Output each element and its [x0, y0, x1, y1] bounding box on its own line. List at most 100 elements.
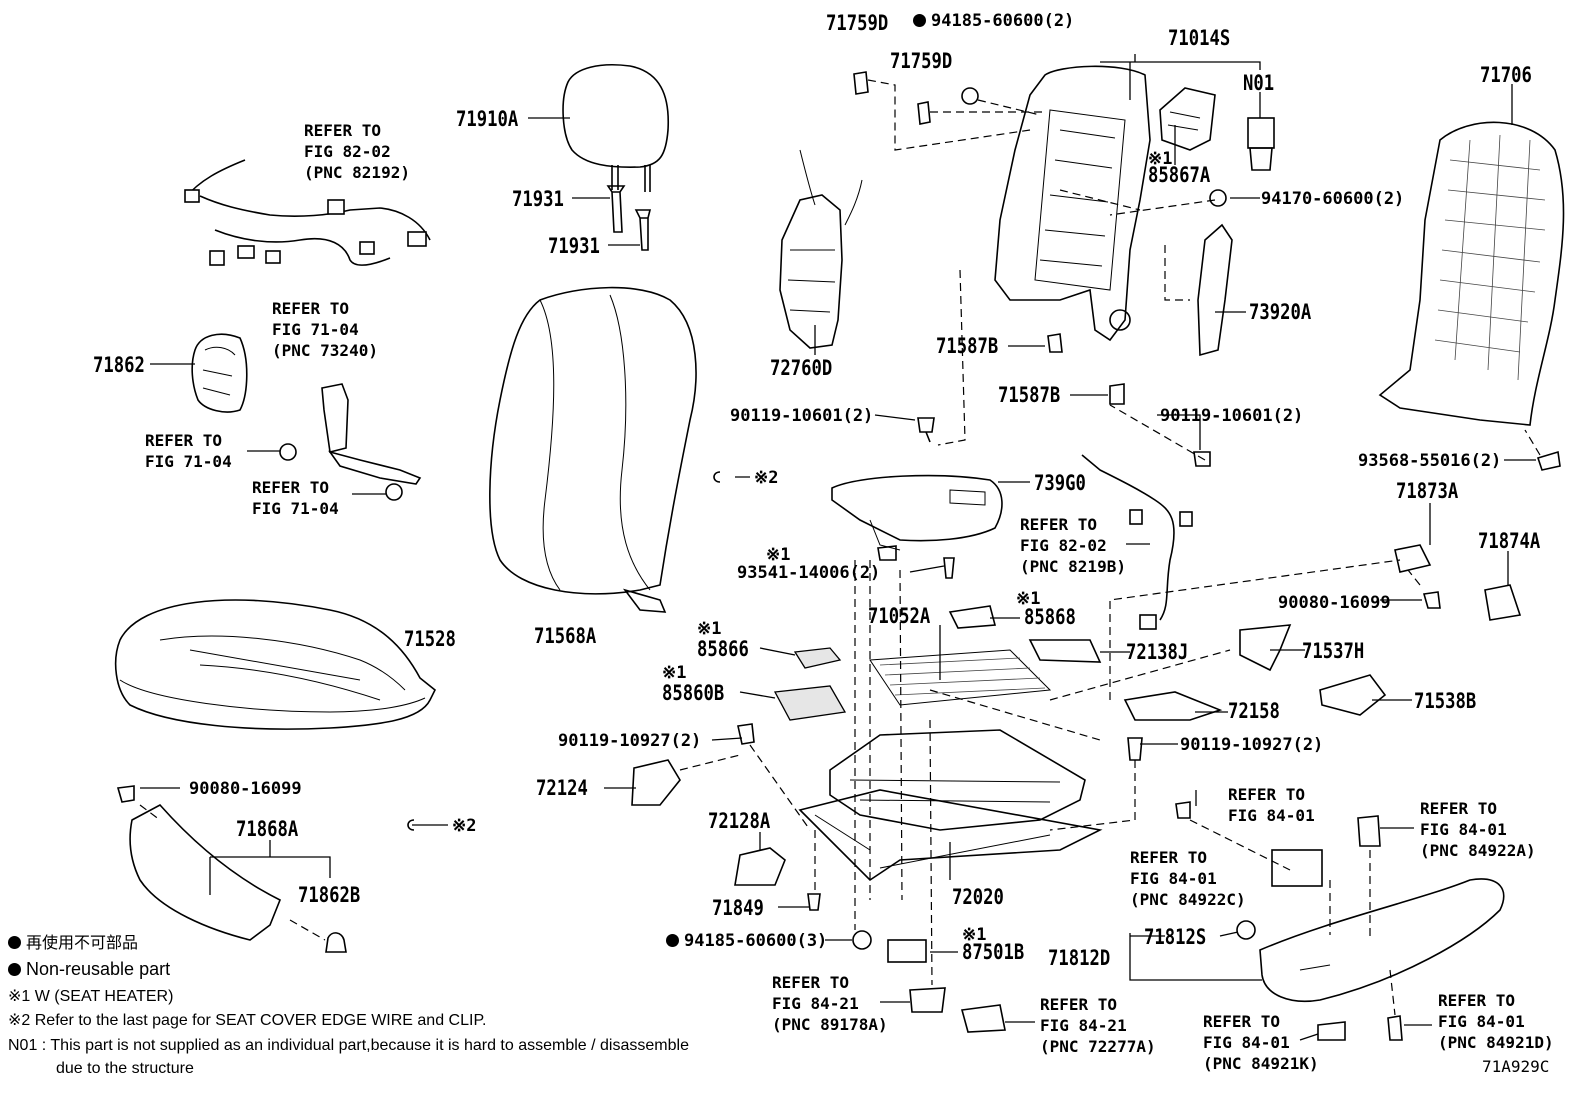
nonreusable-dot-icon	[666, 934, 679, 947]
part-label-90080-16099-left: 90080-16099	[189, 779, 302, 799]
part-label-71706: 71706	[1480, 63, 1532, 87]
heater-mark-85860B: ※1	[662, 663, 687, 683]
refer-fig-71-04-left: REFER TO FIG 71-04	[145, 431, 232, 471]
part-label-71910A: 71910A	[456, 107, 519, 131]
part-label-71759D-top: 71759D	[826, 11, 889, 35]
part-label-71538B: 71538B	[1414, 689, 1477, 713]
heater-mark-93541: ※1	[766, 545, 791, 565]
refer-fig-71-04-lower: REFER TO FIG 71-04	[252, 478, 339, 518]
part-label-73920A: 73920A	[1249, 300, 1312, 324]
seat-frame-72020-drawing	[798, 729, 1103, 882]
part-label-71052A: 71052A	[868, 604, 931, 628]
refer-fig-84-21-pnc-72277A: REFER TO FIG 84-21 (PNC 72277A)	[1040, 995, 1156, 1056]
part-label-71849: 71849	[712, 896, 764, 920]
refer-fig-71-04-pnc-73240: REFER TO FIG 71-04 (PNC 73240)	[272, 299, 378, 360]
part-label-71862: 71862	[93, 353, 145, 377]
refer-fig-84-01-a: REFER TO FIG 84-01	[1228, 785, 1315, 825]
part-label-72020: 72020	[952, 885, 1004, 909]
part-label-739G0: 739G0	[1034, 471, 1086, 495]
small-brackets-drawing	[631, 544, 1522, 1041]
cover-wire-mark-top: ※2	[754, 468, 779, 488]
heater-mats-drawing	[773, 647, 1052, 721]
heater-mark-87501B: ※1	[962, 925, 987, 945]
part-label-71862B: 71862B	[298, 883, 361, 907]
part-label-85860B: 85860B	[662, 681, 725, 705]
back-board-71706-drawing	[1378, 121, 1565, 426]
fasteners-drawing	[116, 71, 1561, 950]
part-label-71014S: 71014S	[1168, 26, 1231, 50]
headrest-drawing	[562, 63, 670, 251]
part-label-72138J: 72138J	[1126, 640, 1189, 664]
part-label-71587B-b: 71587B	[998, 383, 1061, 407]
refer-fig-84-21-pnc-89178A: REFER TO FIG 84-21 (PNC 89178A)	[772, 973, 888, 1034]
pad-85867A-drawing	[1159, 87, 1216, 151]
part-label-93541: 93541-14006(2)	[737, 563, 881, 583]
wire-harness-drawing	[184, 159, 431, 266]
part-label-71812S: 71812S	[1144, 925, 1207, 949]
legend-text: Non-reusable part	[26, 959, 171, 979]
legend-note-edge-wire: ※2 Refer to the last page for SEAT COVER…	[8, 1012, 487, 1029]
nonreusable-dot-icon	[8, 936, 21, 949]
heater-mark-85867A: ※1	[1148, 149, 1173, 169]
refer-fig-84-01-pnc-84921K: REFER TO FIG 84-01 (PNC 84921K)	[1203, 1012, 1319, 1073]
legend-note-seat-heater: ※1 W (SEAT HEATER)	[8, 988, 174, 1005]
drawing-id: 71A929C	[1482, 1057, 1550, 1076]
cover-wire-mark-left: ※2	[452, 816, 477, 836]
part-number: 94185-60600(2)	[931, 11, 1075, 31]
part-label-71874A: 71874A	[1478, 529, 1541, 553]
side-cover-71812D-drawing	[1259, 878, 1505, 1002]
heater-mark-85866: ※1	[697, 619, 722, 639]
part-label-71537H: 71537H	[1302, 639, 1365, 663]
part-label-71812D: 71812D	[1048, 946, 1111, 970]
part-label-71568A: 71568A	[534, 624, 597, 648]
motor-n01-drawing	[1247, 117, 1275, 171]
part-label-72128A: 72128A	[708, 809, 771, 833]
part-label-71931-a: 71931	[512, 187, 564, 211]
part-label-71587B-a: 71587B	[936, 334, 999, 358]
heater-mark-85868: ※1	[1016, 589, 1041, 609]
refer-fig-82-02-pnc-82192: REFER TO FIG 82-02 (PNC 82192)	[304, 121, 410, 182]
part-number: 94185-60600(3)	[684, 931, 828, 951]
refer-fig-84-01-pnc-84922A: REFER TO FIG 84-01 (PNC 84922A)	[1420, 799, 1536, 860]
part-label-94185-bottom: 94185-60600(3)	[666, 930, 827, 952]
part-label-90119-10601-left: 90119-10601(2)	[730, 406, 874, 426]
clip-icons	[407, 471, 721, 831]
legend-nonreusable-en: Non-reusable part	[8, 958, 170, 980]
part-label-85868: 85868	[1024, 605, 1076, 629]
nonreusable-dot-icon	[913, 14, 926, 27]
harness-82-02-drawing	[1081, 454, 1193, 630]
guide-lines	[139, 79, 1541, 1016]
seatback-frame-drawing	[994, 65, 1151, 342]
part-label-71873A: 71873A	[1396, 479, 1459, 503]
frame-side-72760D-drawing	[779, 149, 863, 349]
legend-nonreusable-jp: 再使用不可部品	[8, 933, 138, 955]
part-label-85866: 85866	[697, 637, 749, 661]
part-label-72760D: 72760D	[770, 356, 833, 380]
legend-text: 再使用不可部品	[26, 935, 139, 952]
side-cover-71868A-drawing	[129, 803, 347, 953]
cushion-pad-739G0-drawing	[831, 474, 1003, 551]
legend-note-n01: N01 : This part is not supplied as an in…	[8, 1037, 689, 1054]
part-label-90080-16099-right: 90080-16099	[1278, 593, 1391, 613]
part-label-71759D-mid: 71759D	[890, 49, 953, 73]
seat-cushion-cover-drawing	[114, 599, 437, 730]
part-label-87501B: 87501B	[962, 940, 1025, 964]
part-label-72124: 72124	[536, 776, 588, 800]
refer-fig-82-02-pnc-8219B: REFER TO FIG 82-02 (PNC 8219B)	[1020, 515, 1126, 576]
cover-71862-drawing	[191, 333, 248, 413]
buckle-drawing	[279, 383, 422, 501]
part-label-N01: N01	[1243, 71, 1275, 95]
panel-73920A-drawing	[1197, 223, 1233, 357]
part-label-71528: 71528	[404, 627, 456, 651]
part-label-72158: 72158	[1228, 699, 1280, 723]
part-label-71931-b: 71931	[548, 234, 600, 258]
refer-fig-84-01-pnc-84921D: REFER TO FIG 84-01 (PNC 84921D)	[1438, 991, 1554, 1052]
refer-fig-84-01-pnc-84922C: REFER TO FIG 84-01 (PNC 84922C)	[1130, 848, 1246, 909]
part-label-85867A: 85867A	[1148, 163, 1211, 187]
part-label-90119-10927-left: 90119-10927(2)	[558, 731, 702, 751]
part-label-94170: 94170-60600(2)	[1261, 189, 1405, 209]
part-label-90119-10601-right: 90119-10601(2)	[1160, 406, 1304, 426]
seatback-cover-drawing	[489, 286, 697, 613]
part-label-94185-top: 94185-60600(2)	[913, 10, 1074, 32]
